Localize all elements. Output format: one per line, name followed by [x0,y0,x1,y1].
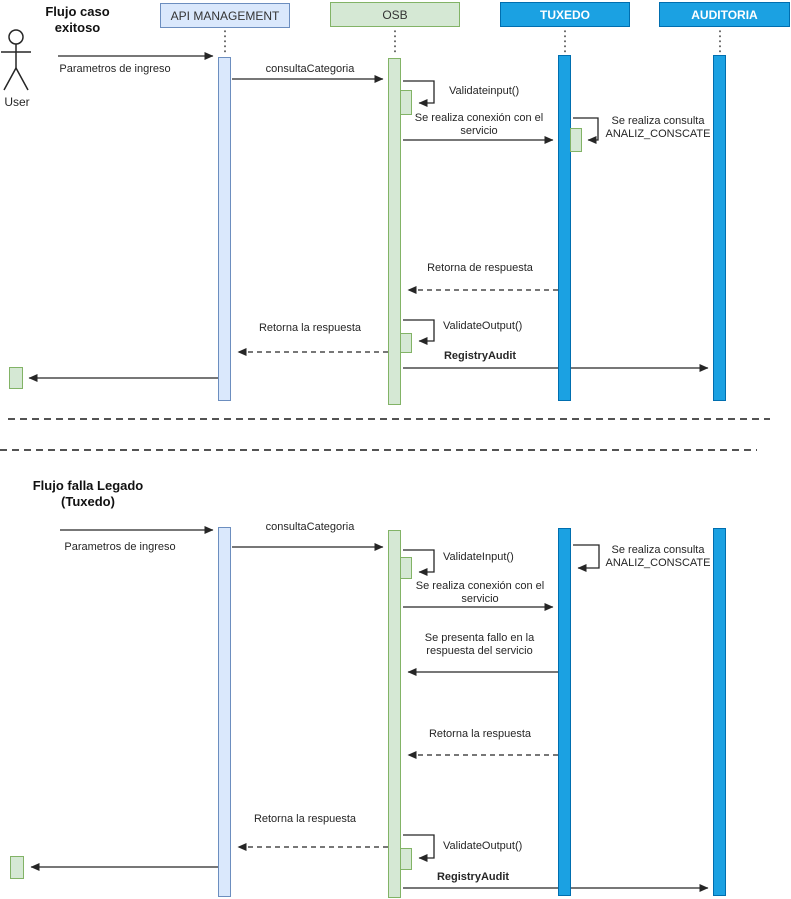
user-return-box-flow1 [9,367,23,389]
participant-label-osb: OSB [382,7,408,22]
flow1-title: Flujo caso exitoso [45,4,110,35]
activation-auditoria-flow2 [713,528,726,896]
message-label-registryaudit-flow2: RegistryAudit [436,871,510,883]
activation-tuxedo-flow2 [558,528,571,896]
message-label-retorna-la-respuesta-flow1: Retorna la respuesta [258,322,362,334]
participant-header-osb: OSB [330,2,460,27]
activation-osb-flow1 [388,58,401,405]
message-label-validateoutput-flow1: ValidateOutput() [443,320,523,332]
participant-header-api-management: API MANAGEMENT [160,3,290,28]
message-label-conexion-flow2: Se realiza conexión con el servicio [415,580,545,605]
message-label-parametros-flow1: Parametros de ingreso [59,63,171,75]
activation-api-flow1 [218,57,231,401]
participant-label-tuxedo: TUXEDO [539,7,590,22]
participant-label-api: API MANAGEMENT [170,8,280,23]
nested-activation-validateinput-flow2 [400,557,412,579]
message-label-retorna-respuesta-api-flow2: Retorna la respuesta [253,813,357,825]
activation-tuxedo-flow1 [558,55,571,401]
message-label-parametros-flow2: Parametros de ingreso [64,541,176,553]
flow2-title: Flujo falla Legado (Tuxedo) [32,478,144,509]
nested-activation-analiz-flow1 [570,128,582,152]
message-label-consulta-analiz-flow2: Se realiza consulta ANALIZ_CONSCATE [605,544,711,569]
message-label-validateoutput-flow2: ValidateOutput() [443,840,523,852]
nested-activation-validateinput-flow1 [400,90,412,115]
selfcall-analiz-flow2 [573,544,600,572]
message-label-fallo-flow2: Se presenta fallo en la respuesta del se… [424,632,535,657]
activation-auditoria-flow1 [713,55,726,401]
lifeline-dotted-stubs [224,30,721,57]
message-label-retorna-respuesta-tux-flow2: Retorna la respuesta [428,728,532,740]
user-return-box-flow2 [10,856,24,879]
message-label-validateinput-flow2: ValidateInput() [443,551,514,563]
participant-header-tuxedo: TUXEDO [500,2,630,27]
nested-activation-validateoutput-flow2 [400,848,412,870]
activation-api-flow2 [218,527,231,897]
activation-osb-flow2 [388,530,401,898]
participant-header-auditoria: AUDITORIA [659,2,790,27]
message-label-validateinput-flow1: Validateinput() [449,85,520,97]
message-label-consultacategoria-flow1: consultaCategoria [265,63,355,75]
message-label-consulta-analiz-flow1: Se realiza consulta ANALIZ_CONSCATE [605,115,711,140]
message-label-retorna-de-respuesta-flow1: Retorna de respuesta [427,262,533,274]
message-label-conexion-flow1: Se realiza conexión con el servicio [414,112,544,137]
user-actor-icon [1,29,31,91]
nested-activation-validateoutput-flow1 [400,333,412,353]
message-label-consultacategoria-flow2: consultaCategoria [265,521,355,533]
participant-label-auditoria: AUDITORIA [691,7,758,22]
user-label: User [4,95,30,109]
message-label-registryaudit-flow1: RegistryAudit [443,350,517,362]
